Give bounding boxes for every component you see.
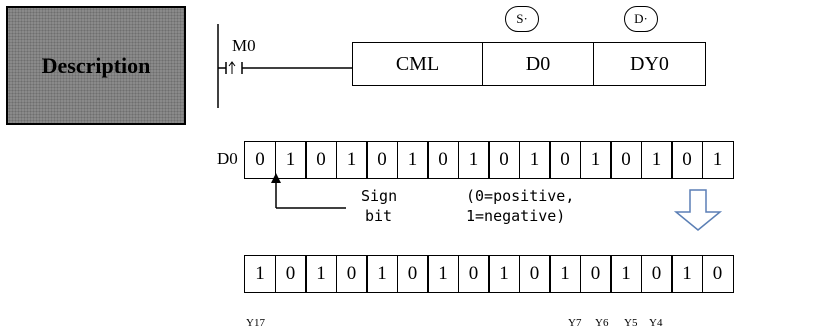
source-bit-cell: 1 xyxy=(579,141,612,179)
source-bit-cell: 1 xyxy=(396,141,429,179)
source-register-label: D0 xyxy=(217,149,238,168)
source-bit-cell: 1 xyxy=(640,141,673,179)
sign-definition-line2: 1=negative) xyxy=(466,207,566,225)
result-bit-cell: 0 xyxy=(518,255,551,293)
result-bit-cell: 0 xyxy=(701,255,734,293)
destination-operand-cell: DY0 xyxy=(593,42,706,86)
instruction-cell: CML xyxy=(352,42,483,86)
source-bit-cell: 1 xyxy=(701,141,734,179)
sign-note-line2: bit xyxy=(365,207,393,225)
description-label: Description xyxy=(41,52,151,78)
output-label-y7: Y7 xyxy=(568,317,582,329)
source-bit-cell: 0 xyxy=(610,141,642,179)
sign-definition-line1: (0=positive, xyxy=(466,187,575,205)
source-bit-cell: 1 xyxy=(274,141,307,179)
output-label-y17: Y17 xyxy=(246,317,265,329)
result-bit-cell: 1 xyxy=(610,255,642,293)
result-bit-cell: 0 xyxy=(457,255,490,293)
source-bit-cell: 0 xyxy=(366,141,398,179)
output-label-y4: Y4 xyxy=(649,317,663,329)
down-arrow-icon xyxy=(673,189,723,231)
result-bit-cell: 1 xyxy=(549,255,581,293)
source-bit-cell: 0 xyxy=(488,141,520,179)
source-bit-cell: 1 xyxy=(457,141,490,179)
result-bit-cell: 1 xyxy=(488,255,520,293)
source-bit-cell: 1 xyxy=(518,141,551,179)
sign-note-line1: Sign xyxy=(361,187,398,205)
output-label-y6: Y6 xyxy=(595,317,609,329)
source-bit-cell: 1 xyxy=(335,141,368,179)
result-bit-cell: 1 xyxy=(671,255,703,293)
source-bit-cell: 0 xyxy=(244,141,276,179)
source-bit-cell: 0 xyxy=(305,141,337,179)
result-bit-cell: 0 xyxy=(396,255,429,293)
output-label-y5: Y5 xyxy=(624,317,638,329)
result-bit-cell: 1 xyxy=(244,255,276,293)
result-bit-cell: 0 xyxy=(274,255,307,293)
contact-label: M0 xyxy=(232,36,256,55)
rising-edge-arrow xyxy=(228,61,236,67)
result-bit-cell: 0 xyxy=(579,255,612,293)
result-bit-cell: 1 xyxy=(305,255,337,293)
source-operand-cell: D0 xyxy=(481,42,595,86)
result-bit-cell: 1 xyxy=(366,255,398,293)
source-operand-tag: S· xyxy=(505,6,539,32)
result-bit-cell: 0 xyxy=(640,255,673,293)
result-bit-cell: 1 xyxy=(427,255,459,293)
destination-operand-tag: D· xyxy=(624,6,658,32)
source-bit-cell: 0 xyxy=(427,141,459,179)
description-badge: Description xyxy=(6,6,186,125)
result-bit-cell: 0 xyxy=(335,255,368,293)
source-bit-cell: 0 xyxy=(671,141,703,179)
source-bit-cell: 0 xyxy=(549,141,581,179)
